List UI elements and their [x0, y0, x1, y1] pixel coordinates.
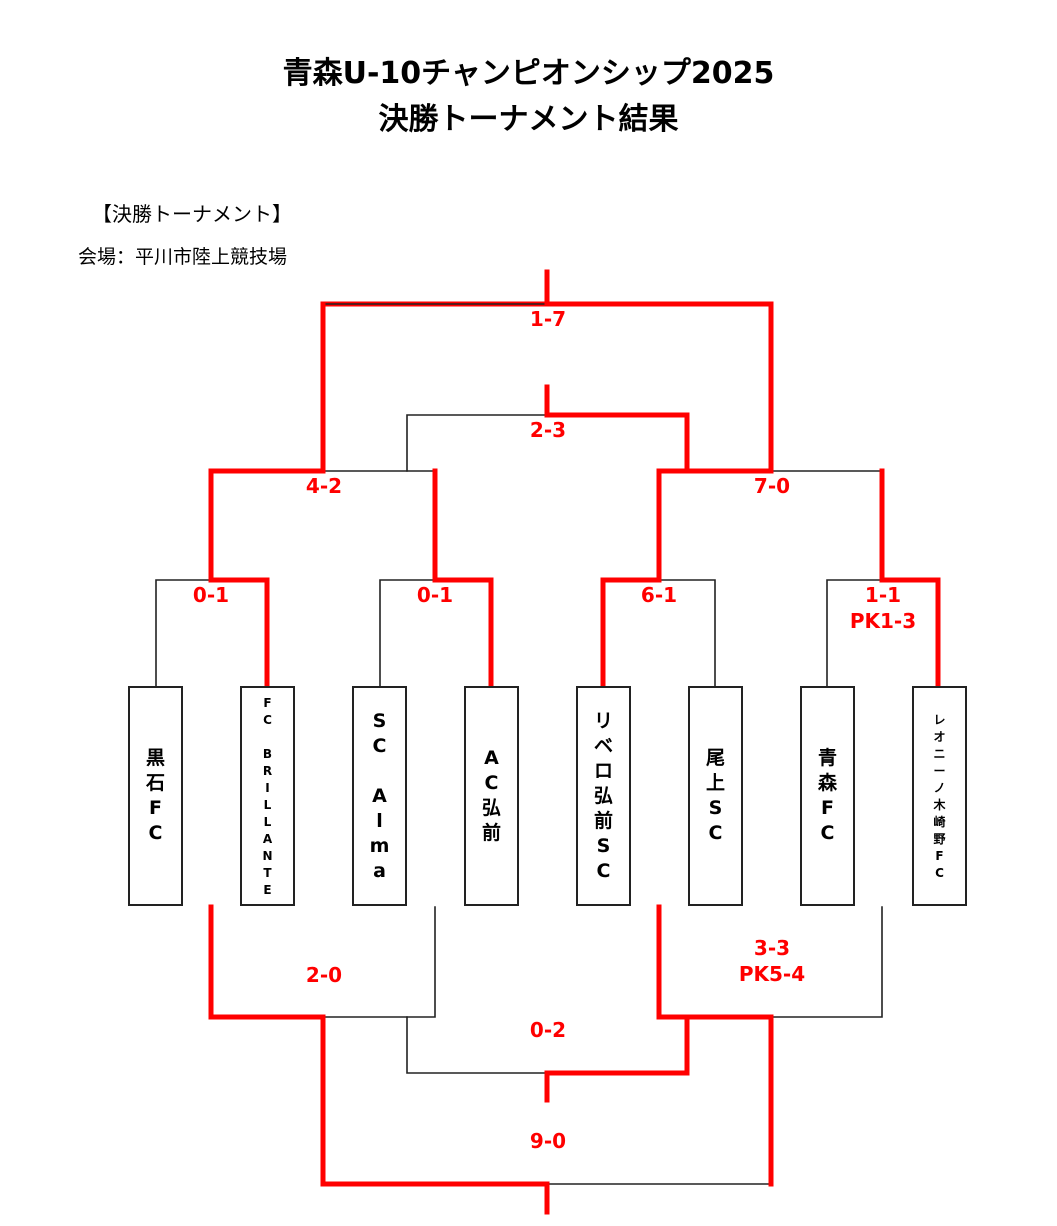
team-name-char: 石 — [145, 772, 165, 794]
team-name-char: 森 — [817, 772, 837, 794]
bracket-line-winner — [544, 301, 774, 474]
team-name-char: リ — [593, 709, 613, 732]
score-semifinal-1: 4-2 — [305, 474, 343, 498]
score-final: 1-7 — [529, 307, 567, 331]
pk-round1-4: PK1-3 — [849, 609, 917, 633]
score-round1-4: 1-1 — [864, 583, 902, 607]
score-round1-1: 0-1 — [192, 583, 230, 607]
team-name-char: オ — [933, 729, 946, 744]
team-name-char: 前 — [593, 809, 613, 832]
team-name-char: ノ — [933, 780, 946, 795]
team-name-char: C — [148, 822, 163, 844]
bracket-line-winner — [544, 412, 690, 474]
team-name-char: F — [149, 797, 162, 819]
team-name-char: 上 — [705, 772, 725, 794]
team-name-char: I — [265, 780, 270, 795]
team-name-char: C — [820, 822, 835, 844]
bracket-line — [826, 579, 883, 687]
team-name-char: 弘 — [593, 784, 613, 807]
team-name-char: L — [263, 814, 272, 829]
team-name-char — [376, 762, 383, 781]
team-name-char: N — [262, 848, 273, 863]
team-name-char: ー — [933, 763, 946, 778]
team-name-char: 黒 — [145, 747, 165, 769]
team-name-char: 崎 — [933, 814, 946, 829]
bracket-line — [379, 579, 436, 687]
bracket-line-winner — [432, 577, 494, 689]
section-label: 【決勝トーナメント】 — [92, 202, 292, 226]
team-name-char: E — [263, 882, 272, 897]
bracket-line — [406, 1016, 548, 1074]
bracket-line-winner — [208, 577, 270, 689]
team-name-char: B — [262, 746, 273, 761]
team-name-char: ロ — [593, 759, 613, 782]
team-name-char: 尾 — [705, 747, 725, 769]
team-name-char: A — [372, 784, 387, 807]
team-name-char — [265, 731, 269, 743]
team-name-char: 前 — [481, 822, 501, 844]
team-name-char: l — [376, 809, 383, 832]
bracket-line — [658, 579, 716, 687]
team-name-char: S — [372, 709, 387, 732]
team-name-char: a — [373, 859, 386, 882]
team-name-char: レ — [933, 712, 946, 727]
team-name-char: 弘 — [481, 797, 501, 819]
score-lower-2: 3-3 — [753, 936, 791, 960]
bracket-line-winner — [656, 468, 774, 583]
team-name-char: F — [935, 848, 944, 863]
team-name-char: 青 — [817, 747, 837, 769]
pk-lower-2: PK5-4 — [738, 962, 806, 986]
bracket-line-winner — [544, 1014, 690, 1076]
score-third-place: 2-3 — [529, 418, 567, 442]
team-name-char: C — [935, 865, 944, 880]
score-round1-2: 0-1 — [416, 583, 454, 607]
team-name-char: m — [369, 834, 390, 857]
bracket-line-winner — [208, 904, 326, 1020]
bracket-line — [770, 906, 883, 1018]
venue-label: 会場：平川市陸上競技場 — [78, 246, 288, 268]
team-name-char: A — [484, 747, 499, 769]
team-name-char: ニ — [933, 746, 946, 761]
team-name-char: F — [821, 797, 834, 819]
score-lower-final: 9-0 — [529, 1129, 567, 1153]
page-subtitle: 決勝トーナメント結果 — [378, 102, 679, 137]
bracket-line — [155, 579, 212, 687]
score-consolation: 0-2 — [529, 1018, 567, 1042]
team-name-char: A — [262, 831, 273, 846]
team-name-char: S — [708, 797, 723, 819]
team-name-char: 野 — [933, 831, 946, 846]
bracket-line-winner — [320, 1014, 550, 1187]
team-name-char: C — [484, 772, 499, 794]
bracket-line-winner — [208, 468, 326, 583]
bracket-line-winner — [656, 904, 774, 1020]
bracket-line-winner — [879, 577, 941, 689]
team-name-char: C — [708, 822, 723, 844]
score-round1-3: 6-1 — [640, 583, 678, 607]
bracket-line — [322, 906, 436, 1018]
team-name-char: T — [263, 865, 272, 880]
page-title: 青森U-10チャンピオンシップ2025 — [282, 56, 775, 91]
team-name-char: C — [596, 859, 611, 882]
team-name-char: C — [372, 734, 387, 757]
team-name-char: C — [263, 712, 272, 727]
team-name-char: F — [263, 695, 272, 710]
team-name-char: S — [596, 834, 611, 857]
bracket-line — [406, 414, 548, 472]
team-name-char: 木 — [933, 797, 946, 812]
score-lower-1: 2-0 — [305, 963, 343, 987]
bracket-line-winner — [600, 577, 662, 689]
team-name-char: ベ — [593, 734, 613, 757]
team-name-char: L — [263, 797, 272, 812]
team-name-char: R — [262, 763, 273, 778]
score-semifinal-2: 7-0 — [753, 474, 791, 498]
